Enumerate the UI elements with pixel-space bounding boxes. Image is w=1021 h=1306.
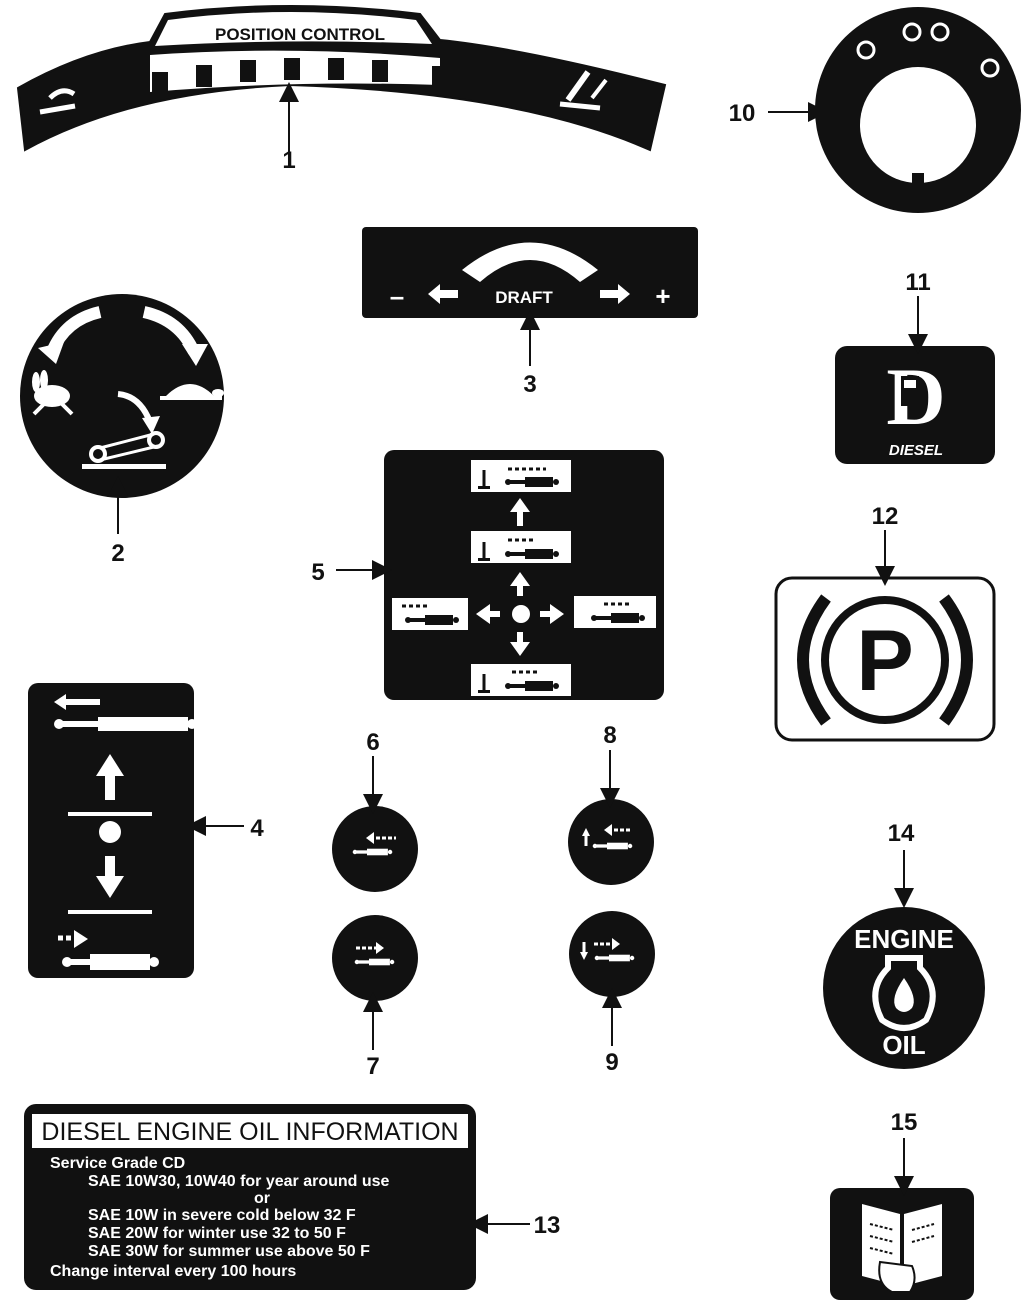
draft-label: DRAFT: [495, 288, 553, 307]
draft-decal: – DRAFT +: [362, 227, 698, 318]
oil-info-line-4: SAE 20W for winter use 32 to 50 F: [88, 1225, 346, 1242]
callout-2: 2: [111, 540, 124, 567]
ignition-ring-decal: [815, 7, 1021, 213]
parking-brake-decal: P: [774, 576, 996, 742]
oil-info-line-6: Change interval every 100 hours: [50, 1263, 296, 1280]
oil-info-line-0: Service Grade CD: [50, 1155, 185, 1172]
lever-down-icon: [39, 88, 76, 115]
lever-up-icon: [559, 70, 608, 111]
callout-7: 7: [366, 1053, 379, 1080]
oil-information-decal: DIESEL ENGINE OIL INFORMATION Service Gr…: [24, 1104, 476, 1290]
draft-plus: +: [655, 281, 670, 311]
callout-3: 3: [523, 371, 536, 398]
callout-9: 9: [605, 1049, 618, 1076]
cylinder-retract-decal: [332, 806, 418, 892]
cylinder-retract-raise-decal: [568, 799, 654, 885]
arrow-left-icon: [428, 284, 458, 304]
callout-5: 5: [311, 559, 324, 586]
glow-plug-icon: [856, 40, 876, 60]
manual-book-icon: [862, 1204, 942, 1293]
callout-14: 14: [888, 820, 915, 847]
callout-1: 1: [282, 147, 295, 174]
lever-icon: [82, 431, 166, 469]
hydraulic-lift-decal: [28, 683, 197, 978]
cylinder-extend-lower-decal: [569, 911, 655, 997]
position-slots: [152, 58, 492, 94]
engine-oil-decal: ENGINE OIL: [823, 907, 985, 1069]
arrow-right-icon: [600, 284, 630, 304]
oil-info-line-3: SAE 10W in severe cold below 32 F: [88, 1207, 356, 1224]
callout-4: 4: [250, 815, 264, 842]
turtle-icon: [160, 384, 224, 400]
callout-11: 11: [905, 269, 930, 296]
callout-8: 8: [603, 722, 616, 749]
oil-info-line-1: SAE 10W30, 10W40 for year around use: [88, 1173, 390, 1190]
oil-info-title: DIESEL ENGINE OIL INFORMATION: [41, 1118, 458, 1146]
cylinder-extend-decal: [332, 915, 418, 1001]
start-icon: [980, 58, 1000, 78]
hydraulic-control-decal: [384, 450, 664, 700]
operator-manual-decal: [830, 1188, 974, 1300]
callout-15: 15: [891, 1109, 918, 1136]
callout-12: 12: [872, 503, 899, 530]
fuel-pump-icon: [901, 376, 919, 406]
speed-range-decal: [20, 294, 224, 498]
oil-drop-icon: [872, 955, 936, 1031]
oil-info-line-2: or: [254, 1190, 270, 1207]
oil-info-line-5: SAE 30W for summer use above 50 F: [88, 1243, 370, 1260]
engine-oil-top: ENGINE: [854, 924, 954, 954]
hydraulic-cylinder-icon: [478, 470, 490, 489]
hydraulic-cylinder-icon: [54, 717, 197, 731]
callout-6: 6: [366, 729, 379, 756]
rabbit-icon: [32, 370, 74, 416]
position-control-decal: POSITION CONTROL: [16, 5, 667, 152]
diesel-label: DIESEL: [889, 442, 943, 459]
position-control-title: POSITION CONTROL: [215, 25, 385, 44]
glow-plug-double-icon: [902, 22, 950, 42]
diesel-decal: D DIESEL: [835, 346, 995, 464]
callout-13: 13: [534, 1212, 561, 1239]
callout-10: 10: [729, 100, 756, 127]
parking-brake-letter: P: [856, 613, 913, 709]
engine-oil-bottom: OIL: [882, 1030, 925, 1060]
draft-minus: –: [390, 281, 404, 311]
